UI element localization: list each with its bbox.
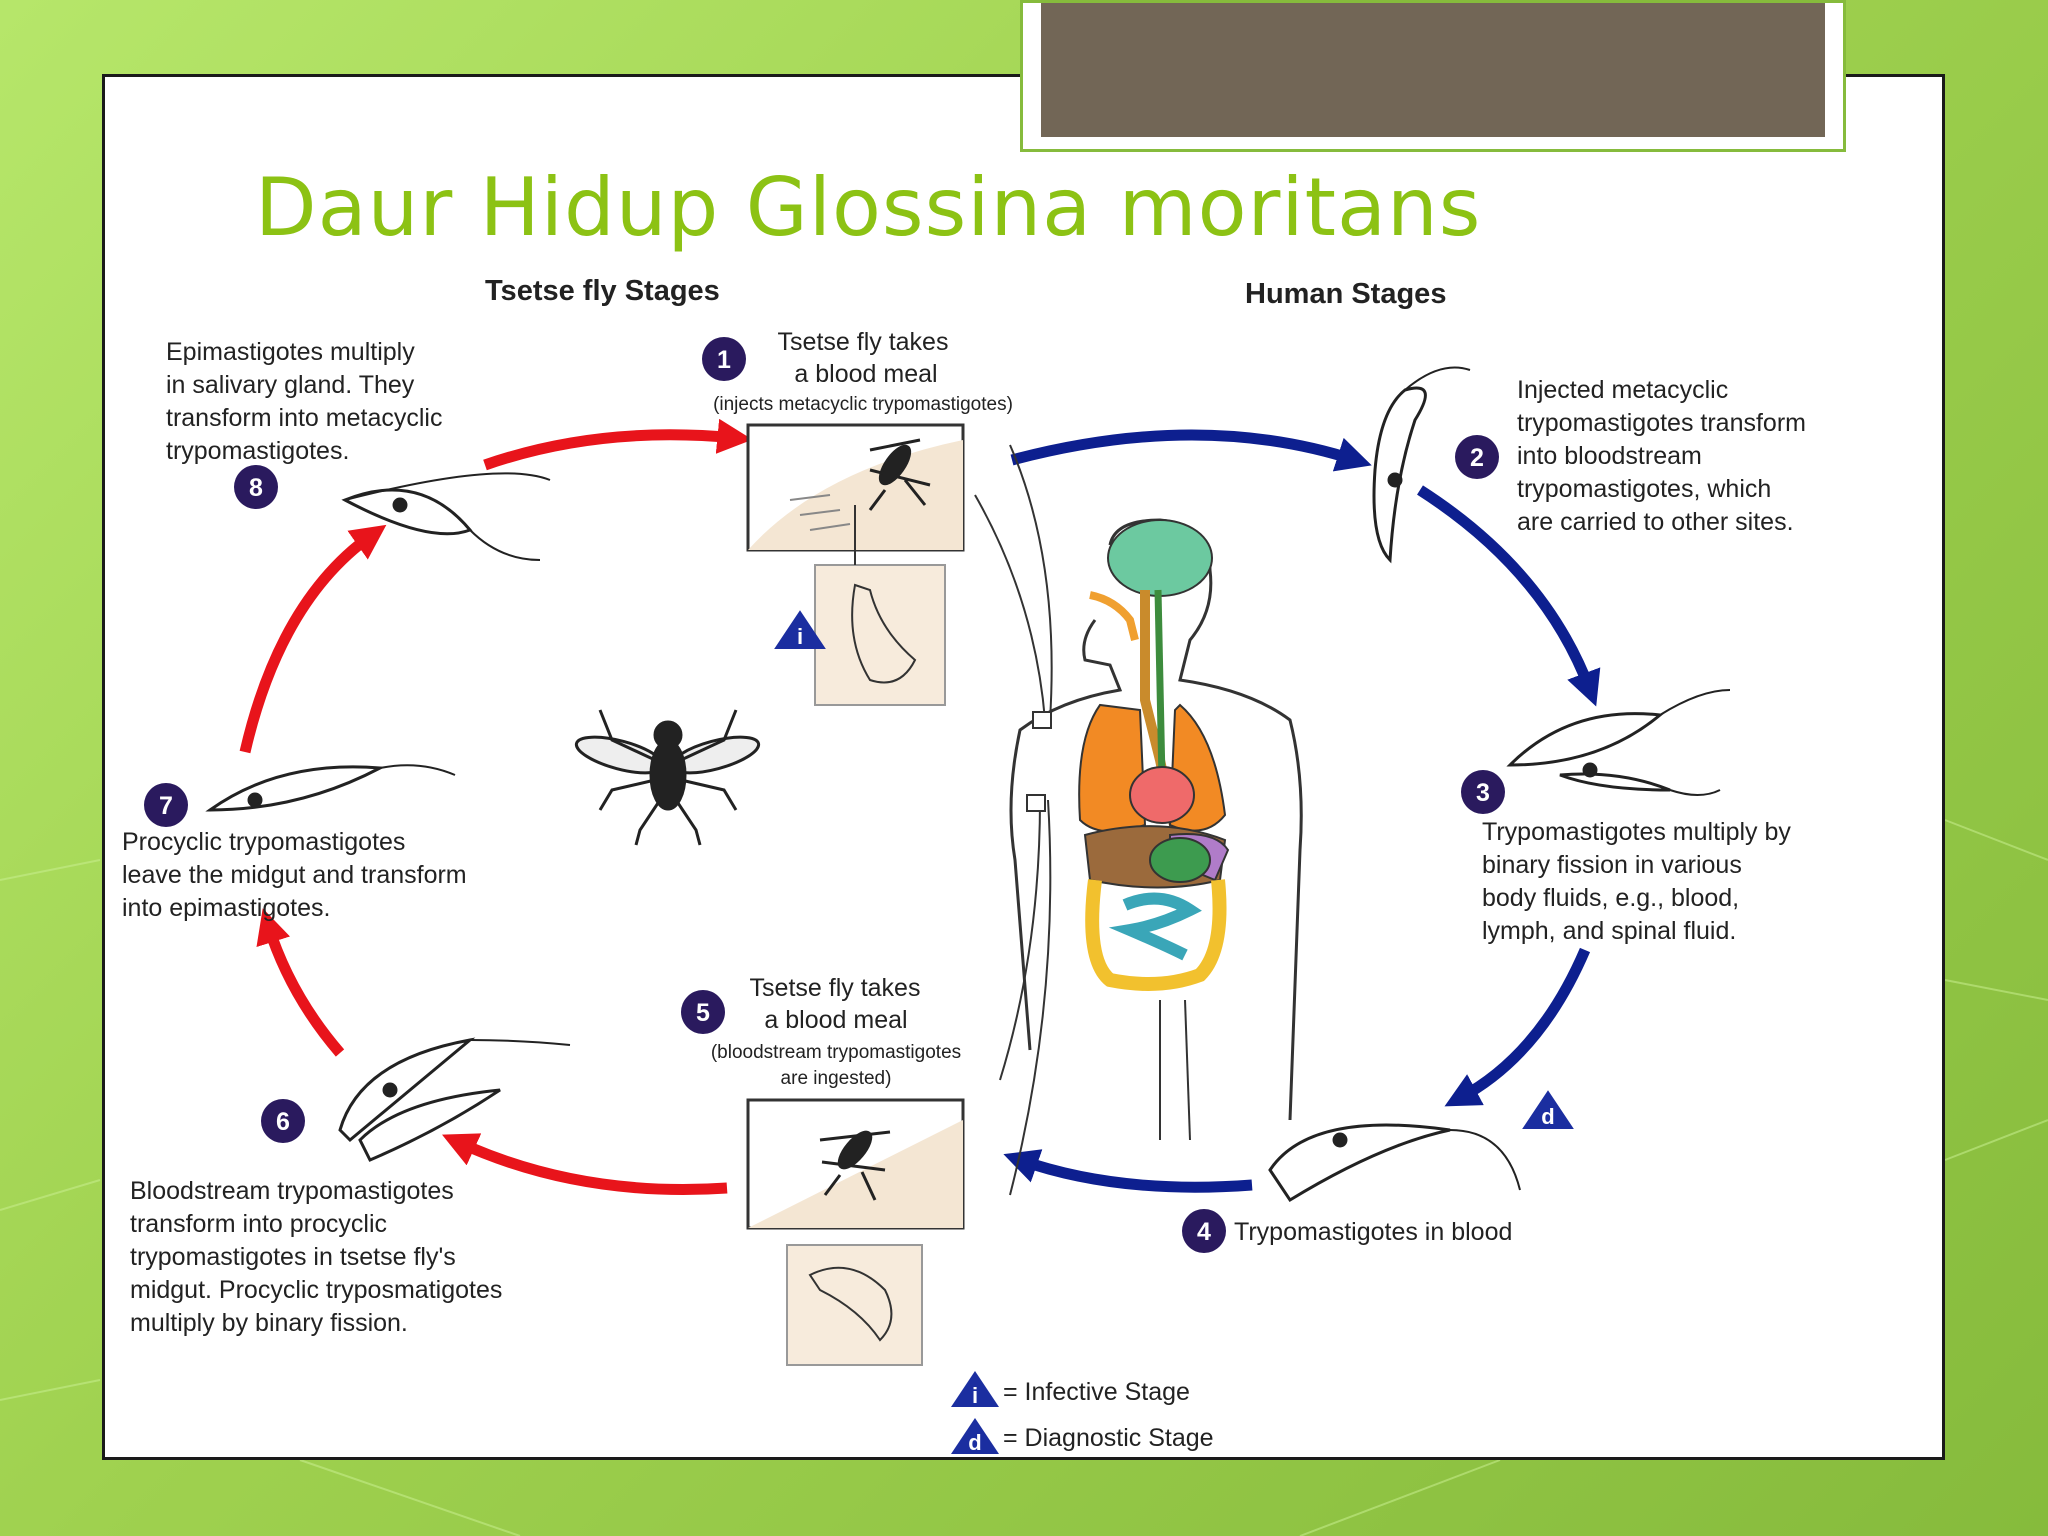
svg-text:7: 7 xyxy=(159,792,173,820)
legend-diagnostic: d = Diagnostic Stage xyxy=(951,1418,1214,1455)
svg-text:a blood meal: a blood meal xyxy=(764,1006,907,1034)
connector-line-top-2 xyxy=(974,494,1046,721)
arrow-6-to-7 xyxy=(256,908,345,1057)
svg-text:leave the midgut and transform: leave the midgut and transform xyxy=(122,861,467,889)
svg-text:Bloodstream trypomastigotes: Bloodstream trypomastigotes xyxy=(130,1177,454,1205)
arrow-7-to-8 xyxy=(239,524,387,754)
trypanosome-step-8 xyxy=(341,472,551,561)
step-2-text: Injected metacyclic trypomastigotes tran… xyxy=(1517,376,1806,536)
svg-text:i: i xyxy=(972,1383,978,1408)
svg-text:= Infective Stage: = Infective Stage xyxy=(1003,1378,1190,1406)
svg-text:trypomastigotes.: trypomastigotes. xyxy=(166,437,349,465)
diagnostic-stage-marker: d xyxy=(1522,1090,1574,1129)
step-badge-3: 3 xyxy=(1461,770,1505,814)
arrow-2-to-3 xyxy=(1417,485,1601,707)
svg-text:(bloodstream trypomastigotes: (bloodstream trypomastigotes xyxy=(711,1042,961,1063)
svg-text:a blood meal: a blood meal xyxy=(794,360,937,388)
svg-text:in salivary gland. They: in salivary gland. They xyxy=(166,371,415,399)
svg-text:are carried to other sites.: are carried to other sites. xyxy=(1517,508,1794,536)
arrow-5-to-6 xyxy=(442,1133,728,1195)
step-6-text: Bloodstream trypomastigotes transform in… xyxy=(130,1177,502,1337)
arrow-4-to-5 xyxy=(1003,1149,1253,1193)
svg-text:transform into metacyclic: transform into metacyclic xyxy=(166,404,442,432)
step-3-text: Trypomastigotes multiply by binary fissi… xyxy=(1482,818,1791,945)
svg-text:Trypomastigotes in blood: Trypomastigotes in blood xyxy=(1234,1218,1512,1246)
svg-text:Tsetse fly takes: Tsetse fly takes xyxy=(750,974,921,1002)
title-placeholder-box xyxy=(1020,0,1846,152)
svg-text:are ingested): are ingested) xyxy=(781,1068,892,1089)
svg-text:Epimastigotes multiply: Epimastigotes multiply xyxy=(166,338,415,366)
arrow-1-to-2 xyxy=(1010,429,1372,472)
svg-text:4: 4 xyxy=(1197,1218,1211,1246)
step-1-bite-illustration xyxy=(746,423,965,706)
step-5-bite-illustration xyxy=(746,1098,965,1366)
trypanosome-step-6 xyxy=(338,1037,571,1162)
svg-text:Trypomastigotes multiply by: Trypomastigotes multiply by xyxy=(1482,818,1791,846)
svg-text:into epimastigotes.: into epimastigotes. xyxy=(122,894,330,922)
svg-text:Procyclic trypomastigotes: Procyclic trypomastigotes xyxy=(122,828,405,856)
trypanosome-step-3 xyxy=(1506,689,1731,796)
step-5-text: Tsetse fly takes a blood meal (bloodstre… xyxy=(711,974,961,1089)
svg-text:binary fission in various: binary fission in various xyxy=(1482,851,1742,879)
step-badge-2: 2 xyxy=(1455,435,1499,479)
svg-text:lymph, and spinal fluid.: lymph, and spinal fluid. xyxy=(1482,917,1736,945)
svg-text:body fluids, e.g., blood,: body fluids, e.g., blood, xyxy=(1482,884,1739,912)
svg-text:trypomastigotes, which: trypomastigotes, which xyxy=(1517,475,1771,503)
connector-line-top xyxy=(1009,444,1053,721)
section-heading-tsetse: Tsetse fly Stages xyxy=(485,275,720,307)
step-badge-8: 8 xyxy=(234,465,278,509)
svg-text:midgut. Procyclic tryposmatigo: midgut. Procyclic tryposmatigotes xyxy=(130,1276,502,1304)
slide-title: Daur Hidup Glossina moritans xyxy=(255,161,1482,254)
trypanosome-step-2 xyxy=(1372,366,1471,564)
tsetse-fly-illustration xyxy=(574,709,761,846)
step-badge-1: 1 xyxy=(702,337,746,381)
arrow-8-to-1 xyxy=(483,418,753,471)
step-badge-5: 5 xyxy=(681,990,725,1034)
svg-text:trypomastigotes transform: trypomastigotes transform xyxy=(1517,409,1806,437)
svg-text:d: d xyxy=(1541,1104,1554,1129)
trypanosome-step-7 xyxy=(205,764,456,812)
section-heading-human: Human Stages xyxy=(1245,278,1446,310)
step-1-text: Tsetse fly takes a blood meal (injects m… xyxy=(713,328,1013,415)
svg-text:1: 1 xyxy=(717,346,731,374)
connector-line-bottom xyxy=(999,799,1041,1081)
svg-text:trypomastigotes in tsetse fly': trypomastigotes in tsetse fly's xyxy=(130,1243,456,1271)
step-badge-6: 6 xyxy=(261,1099,305,1143)
legend-infective: i = Infective Stage xyxy=(951,1371,1190,1408)
step-badge-4: 4 xyxy=(1182,1209,1226,1253)
title-placeholder-fill xyxy=(1041,3,1825,137)
svg-text:= Diagnostic Stage: = Diagnostic Stage xyxy=(1003,1424,1214,1452)
human-body-illustration xyxy=(1009,518,1303,1141)
step-4-text: Trypomastigotes in blood xyxy=(1234,1218,1512,1246)
arrow-3-to-4 xyxy=(1444,947,1591,1107)
svg-text:5: 5 xyxy=(696,999,710,1027)
svg-text:(injects metacyclic trypomasti: (injects metacyclic trypomastigotes) xyxy=(713,394,1013,415)
step-8-text: Epimastigotes multiply in salivary gland… xyxy=(166,338,442,465)
svg-text:2: 2 xyxy=(1470,444,1484,472)
svg-text:i: i xyxy=(797,624,803,649)
svg-text:transform into procyclic: transform into procyclic xyxy=(130,1210,387,1238)
connector-line-bottom-2 xyxy=(1009,799,1052,1196)
svg-text:Tsetse fly takes: Tsetse fly takes xyxy=(778,328,949,356)
trypanosome-step-4 xyxy=(1268,1123,1521,1203)
svg-text:8: 8 xyxy=(249,474,263,502)
svg-text:Injected metacyclic: Injected metacyclic xyxy=(1517,376,1728,404)
step-badge-7: 7 xyxy=(144,783,188,827)
step-7-text: Procyclic trypomastigotes leave the midg… xyxy=(122,828,467,922)
svg-text:d: d xyxy=(968,1430,981,1455)
svg-text:multiply by binary fission.: multiply by binary fission. xyxy=(130,1309,408,1337)
svg-text:3: 3 xyxy=(1476,779,1490,807)
svg-text:6: 6 xyxy=(276,1108,290,1136)
svg-text:into bloodstream: into bloodstream xyxy=(1517,442,1702,470)
infective-stage-marker: i xyxy=(774,610,826,649)
